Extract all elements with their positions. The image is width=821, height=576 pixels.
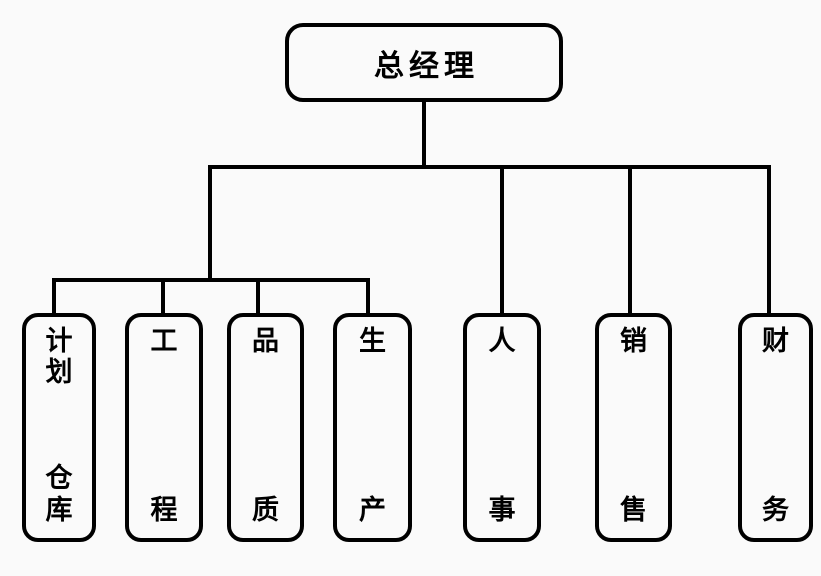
- connector-drop-production: [366, 278, 370, 317]
- dept-box-production: 生 产: [333, 313, 412, 542]
- dept-bottom-label: 程: [150, 494, 178, 525]
- connector-drop-engineering: [161, 280, 165, 317]
- connector-root-stem: [422, 100, 426, 167]
- root-label: 总经理: [374, 49, 479, 83]
- dept-bottom-label: 仓库: [45, 463, 73, 525]
- dept-top-label: 销: [619, 326, 647, 356]
- dept-bottom-label: 产: [358, 494, 386, 525]
- root-box-general-manager: 总经理: [285, 23, 563, 102]
- connector-drop-planning-warehouse: [52, 278, 56, 317]
- dept-bottom-label: 售: [619, 494, 647, 525]
- dept-top-label: 人: [488, 326, 516, 356]
- connector-drop-sales: [628, 167, 632, 317]
- connector-drop-finance: [767, 167, 771, 317]
- dept-box-finance: 财 务: [738, 313, 813, 542]
- dept-top-label: 计划: [45, 326, 73, 388]
- connector-drop-hr: [500, 167, 504, 317]
- dept-box-quality: 品 质: [227, 313, 304, 542]
- dept-bottom-label: 务: [761, 494, 789, 525]
- connector-drop-quality: [256, 280, 260, 317]
- connector-level2-bus: [52, 278, 370, 282]
- dept-bottom-label: 质: [251, 494, 279, 525]
- dept-box-sales: 销 售: [595, 313, 672, 542]
- dept-top-label: 财: [761, 326, 789, 356]
- dept-box-planning-warehouse: 计划 仓库: [22, 313, 96, 542]
- dept-box-hr: 人 事: [463, 313, 541, 542]
- connector-left-group-stem: [208, 165, 212, 282]
- dept-top-label: 品: [251, 326, 279, 356]
- dept-top-label: 生: [358, 326, 386, 356]
- connector-level1-bus: [208, 165, 771, 169]
- dept-box-engineering: 工 程: [125, 313, 203, 542]
- dept-bottom-label: 事: [488, 494, 516, 525]
- dept-top-label: 工: [150, 326, 178, 356]
